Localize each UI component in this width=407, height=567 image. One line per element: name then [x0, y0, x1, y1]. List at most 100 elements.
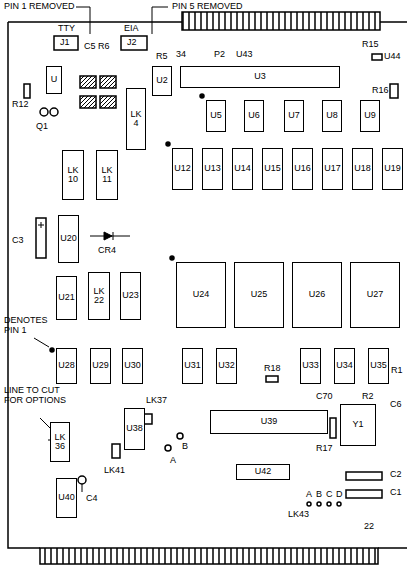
pin1-dot [166, 142, 170, 146]
part-label: 22 [364, 522, 374, 532]
jumper-link: LK 11 [96, 150, 118, 200]
part-label: R18 [264, 364, 281, 374]
part-label: LK41 [104, 466, 125, 476]
part-label: U8 [326, 111, 338, 120]
part-label: U9 [364, 111, 376, 120]
part-label: U27 [367, 290, 384, 299]
part-label: U7 [288, 111, 300, 120]
part-label: LINE TO CUT FOR OPTIONS [4, 386, 68, 406]
ic-chip: U3 [180, 66, 340, 88]
part-label: U25 [251, 290, 268, 299]
part-label: CR4 [98, 246, 116, 256]
jumper-link: LK 10 [62, 150, 84, 200]
part-label: U14 [234, 164, 251, 173]
switch-symbol [100, 96, 116, 108]
part-label: EIA [124, 24, 139, 34]
part-label: U20 [60, 234, 77, 243]
ic-chip: U12 [172, 148, 193, 190]
test-point [177, 433, 183, 439]
capacitor-lead [82, 484, 83, 492]
capacitor-symbol [346, 490, 382, 498]
resistor-symbol [390, 84, 398, 98]
ic-chip: U34 [334, 348, 355, 384]
part-label: C6 [390, 400, 402, 410]
ic-chip: U8 [322, 100, 342, 132]
leader-line [40, 418, 50, 428]
transistor-symbol [40, 108, 48, 116]
ic-chip: U2 [152, 66, 172, 96]
jumper-link: LK 22 [88, 272, 110, 320]
ic-chip: U33 [300, 348, 321, 384]
part-label: U32 [218, 361, 235, 370]
jumper-link: LK 4 [126, 88, 146, 150]
ic-chip: U26 [292, 262, 342, 328]
part-label: B [182, 442, 188, 452]
ic-chip: U16 [292, 148, 313, 190]
ic-chip: U21 [56, 276, 77, 320]
part-label: LK43 [288, 510, 309, 520]
ic-chip: U15 [262, 148, 283, 190]
part-label: C3 [12, 236, 24, 246]
ic-chip: U5 [206, 100, 226, 132]
ic-chip: U27 [350, 262, 400, 328]
ic-chip: U6 [244, 100, 264, 132]
resistor-symbol [372, 54, 382, 60]
part-label: C5 [84, 42, 96, 52]
part-label: R1 [391, 366, 403, 376]
edge-connector [40, 548, 378, 564]
ic-chip: U39 [210, 410, 328, 434]
part-label: U17 [324, 164, 341, 173]
part-label: PIN 1 REMOVED [4, 2, 75, 12]
part-label: U21 [58, 293, 75, 302]
part-label: U29 [92, 361, 109, 370]
polarity-mark [38, 222, 44, 228]
part-label: A [306, 490, 312, 500]
jumper-pad [337, 502, 341, 506]
part-label: U16 [294, 164, 311, 173]
part-label: DENOTES PIN 1 [4, 316, 64, 336]
part-label: C70 [316, 392, 333, 402]
capacitor-symbol [36, 218, 46, 258]
ic-chip: U [46, 66, 62, 94]
part-label: C4 [86, 494, 98, 504]
jumper-pad [327, 502, 331, 506]
part-label: U [51, 75, 58, 84]
ic-chip: U20 [58, 215, 79, 263]
ic-chip: U13 [202, 148, 223, 190]
ic-chip: U9 [360, 100, 380, 132]
ic-chip: U7 [284, 100, 304, 132]
part-label: J2 [127, 38, 137, 48]
part-label: U44 [384, 52, 401, 62]
part-label: C1 [390, 488, 402, 498]
part-label: D [336, 490, 343, 500]
ic-chip: U38 [124, 408, 145, 450]
part-label: LK 4 [127, 110, 145, 129]
ic-chip: U42 [236, 464, 290, 480]
crystal: Y1 [340, 404, 376, 446]
part-label: U2 [156, 76, 168, 85]
part-label: U15 [264, 164, 281, 173]
connector-j2 [121, 36, 147, 50]
part-label: P2 [214, 50, 225, 60]
part-label: R2 [362, 392, 374, 402]
part-label: LK 11 [97, 166, 117, 185]
part-label: LK 10 [63, 166, 83, 185]
diode-symbol [104, 232, 113, 240]
part-label: R17 [316, 444, 333, 454]
leader-line [34, 338, 49, 347]
part-label: U13 [204, 164, 221, 173]
part-label: PIN 5 REMOVED [172, 2, 243, 12]
ic-chip: U32 [216, 348, 237, 384]
part-label: U3 [254, 72, 266, 81]
part-label: U12 [174, 164, 191, 173]
part-label: U43 [236, 50, 253, 60]
ic-chip: U23 [120, 272, 141, 320]
part-label: R6 [98, 42, 110, 52]
switch-symbol [80, 76, 96, 88]
resistor-symbol [330, 418, 336, 438]
part-label: B [316, 490, 322, 500]
part-label: Y1 [352, 420, 363, 429]
part-label: U23 [122, 291, 139, 300]
part-label: U30 [124, 361, 141, 370]
ic-chip: U35 [368, 348, 389, 384]
